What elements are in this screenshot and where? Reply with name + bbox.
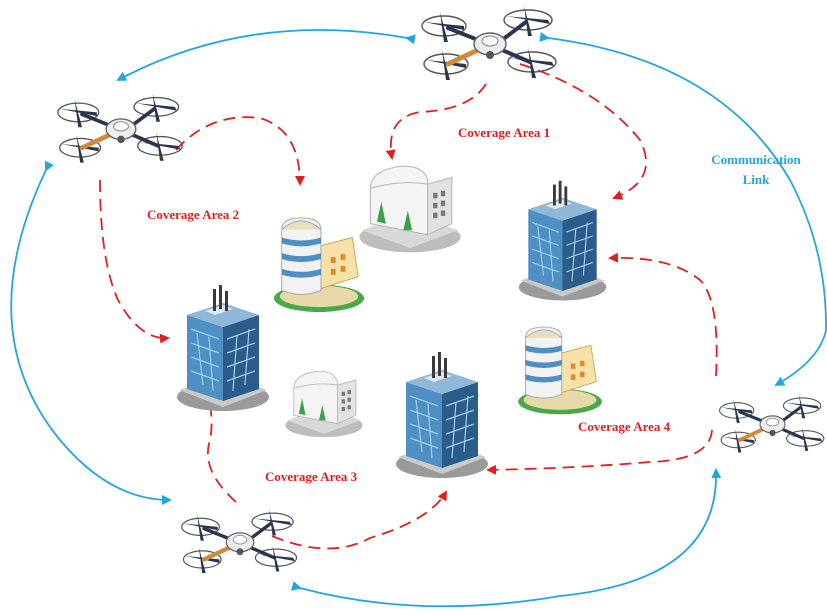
coverage-path-top-to-office: [385, 83, 487, 160]
comm-link-top-to-right: [539, 32, 827, 386]
round-office-tower-icon: [273, 217, 365, 313]
round-office-tower-icon: [517, 326, 603, 415]
coverage-area-4-label: Coverage Area 4: [578, 419, 671, 434]
drone-icon-left: [58, 94, 182, 163]
office-building-icon: [358, 165, 462, 253]
coverage-area-2-label: Coverage Area 2: [147, 207, 240, 222]
communication-link-line2: Link: [742, 172, 770, 187]
coverage-path-left-to-roundtower: [175, 116, 305, 186]
comm-link-left-to-bottom: [10, 160, 172, 505]
comm-link-bottom-to-right: [290, 468, 722, 608]
coverage-path-bottom-to-tower: [205, 393, 237, 503]
coverage-area-3-label: Coverage Area 3: [265, 469, 358, 484]
communication-links: [10, 29, 827, 608]
drone-icon-bottom: [182, 510, 297, 573]
coverage-paths: [99, 63, 718, 550]
drone-icon-top: [422, 6, 556, 80]
communication-link-line1: Communication: [711, 152, 801, 167]
office-building-icon: [284, 370, 364, 438]
communication-link-label: Communication Link: [700, 150, 812, 190]
coverage-path-bottom-to-center: [271, 490, 447, 550]
skyscraper-icon: [176, 285, 270, 412]
coverage-path-right-to-center: [486, 429, 713, 475]
comm-link-top-to-left: [116, 29, 416, 81]
drone-icon-right: [720, 395, 824, 453]
skyscraper-icon: [518, 180, 607, 302]
skyscraper-icon: [395, 352, 489, 479]
coverage-area-1-label: Coverage Area 1: [458, 125, 551, 140]
coverage-path-left-to-tower: [99, 179, 170, 344]
coverage-path-top-to-tower: [519, 63, 647, 200]
coverage-path-right-to-tower: [608, 252, 718, 377]
